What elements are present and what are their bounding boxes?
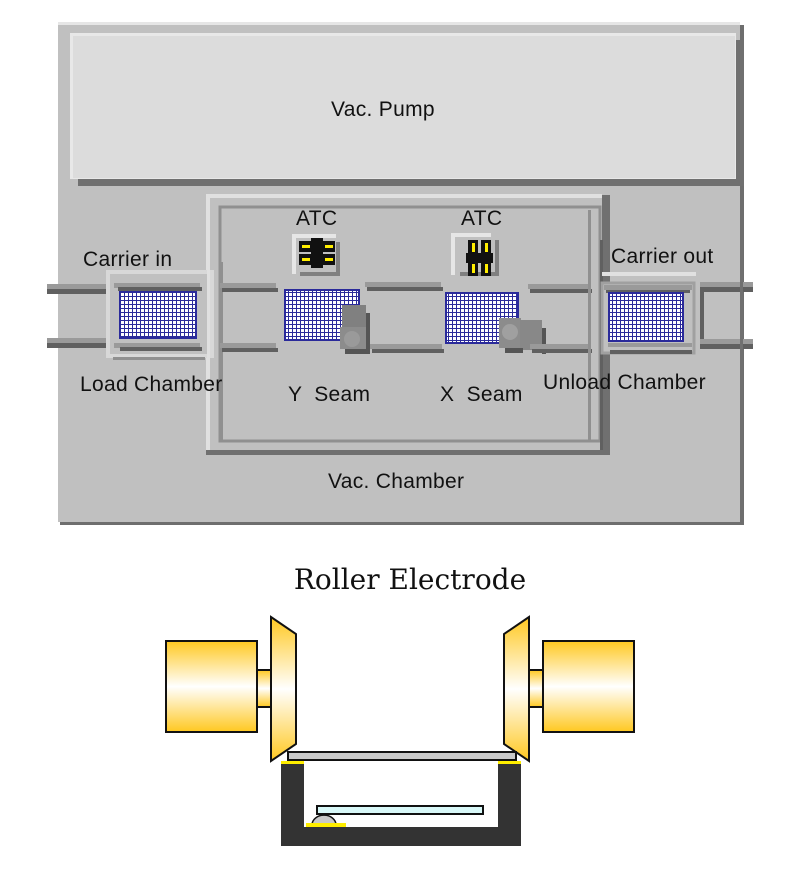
- load-chamber[interactable]: [106, 270, 214, 360]
- roller-electrode-title: Roller Electrode: [293, 563, 527, 596]
- vac-pump-box[interactable]: [70, 33, 744, 186]
- transfer-rails-2: [365, 282, 444, 353]
- atc-y-label: ATC: [296, 207, 338, 230]
- atc-x-label: ATC: [461, 207, 503, 230]
- load-chamber-label: Load Chamber: [80, 373, 223, 396]
- right-shaft: [528, 669, 544, 708]
- carrier-in-rails: [47, 284, 111, 348]
- roller-electrode-diagram: [165, 615, 635, 846]
- carrier-out-rails: [700, 240, 753, 510]
- left-roller: [270, 615, 297, 763]
- transfer-rails-1: [220, 283, 278, 352]
- inner-substrate: [316, 805, 484, 815]
- atc-x-unit[interactable]: [451, 233, 499, 276]
- unload-chamber[interactable]: [600, 272, 696, 355]
- carrier-in-tray: [119, 291, 197, 339]
- atc-horizontal-tool-icon: [299, 238, 335, 268]
- transfer-rails-3: [528, 284, 592, 353]
- y-seam-welder-head: [342, 305, 366, 329]
- atc-y-unit[interactable]: [292, 234, 340, 276]
- left-shaft: [256, 669, 272, 708]
- y-seam-station[interactable]: [284, 289, 370, 354]
- y-seam-label: Y Seam: [288, 383, 371, 406]
- carrier-out-label: Carrier out: [611, 245, 714, 268]
- lid-plate: [287, 751, 517, 761]
- vac-pump-label: Vac. Pump: [331, 98, 435, 121]
- x-seam-label: X Seam: [440, 383, 523, 406]
- carrier-in-label: Carrier in: [83, 248, 173, 271]
- left-motor: [165, 640, 258, 733]
- seam-chamber-frame: [206, 194, 610, 455]
- carrier-out-tray: [608, 292, 684, 342]
- unload-chamber-label: Unload Chamber: [543, 371, 706, 394]
- vac-chamber-label: Vac. Chamber: [328, 470, 465, 493]
- package-base: [281, 762, 521, 846]
- atc-vertical-tool-icon: [466, 240, 493, 276]
- x-seam-station[interactable]: [445, 292, 546, 354]
- right-motor: [542, 640, 635, 733]
- right-roller: [503, 615, 530, 763]
